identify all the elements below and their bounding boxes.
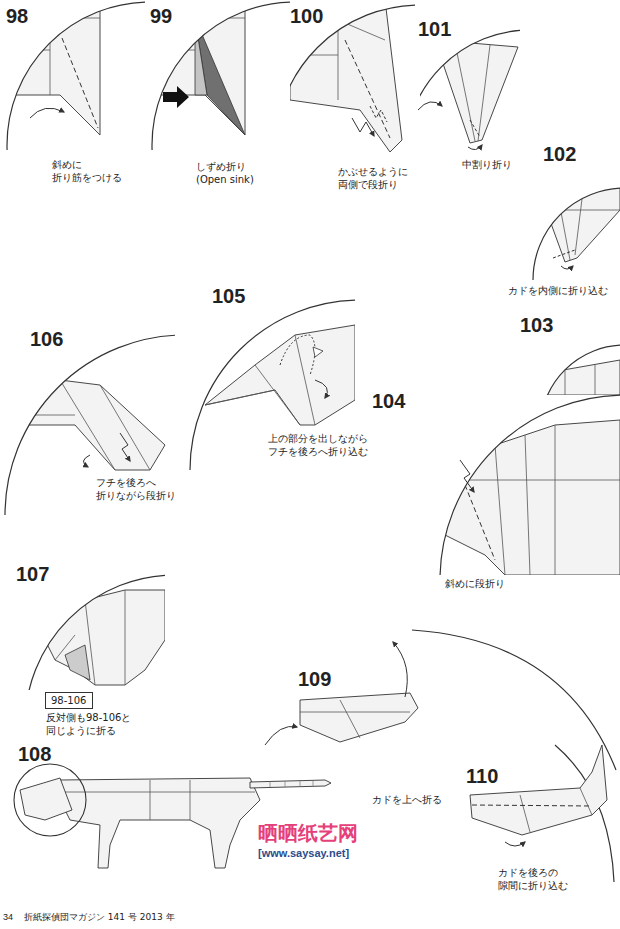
step-number: 102: [543, 141, 576, 167]
step-number: 105: [212, 283, 245, 309]
instruction-caption: 反対側も98-106と 同じように折る: [46, 711, 150, 737]
watermark-url: [www.saysay.net]: [258, 846, 349, 860]
step-figure: [5, 335, 365, 695]
step-number: 103: [520, 312, 553, 338]
step-figure: [145, 0, 438, 288]
page-number: 34: [3, 912, 13, 924]
step-figure: [275, 0, 565, 295]
reference-range: 98-106: [51, 694, 87, 707]
instruction-caption: しずめ折り (Open sink): [196, 160, 268, 186]
step-arrow: [418, 102, 442, 110]
step-figure: [405, 395, 620, 765]
footer-text: 折紙探偵団マガジン 141 号 2013 年: [24, 912, 175, 924]
reference-box: 98-106: [45, 692, 93, 709]
step-arrow: [265, 726, 297, 745]
instruction-caption: カドを後ろの 隙間に折り込む: [498, 866, 568, 892]
step-number: 104: [372, 388, 405, 414]
instruction-caption: フチを後ろへ 折りながら段折り: [96, 476, 176, 502]
step-figure: [0, 0, 293, 288]
step-figure: [405, 30, 620, 280]
watermark: 晒晒纸艺网: [258, 820, 358, 846]
step-number: 98: [6, 3, 28, 29]
step-figure: [190, 300, 530, 640]
instruction-caption: カドを内側に折り込む: [508, 284, 608, 297]
step-number: 100: [290, 3, 323, 29]
instruction-caption: かぶせるように 両側で段折り: [338, 165, 408, 191]
step-number: 109: [298, 666, 331, 692]
instruction-caption: 上の部分を出しながら フチを後ろへ折り込む: [268, 432, 368, 458]
instruction-caption: 斜めに 折り筋をつける: [52, 158, 122, 184]
instruction-caption: 中割り折り: [462, 158, 512, 171]
step-figure: [533, 170, 620, 372]
step-number: 107: [16, 561, 49, 587]
step-number: 110: [466, 763, 498, 789]
step-number: 108: [18, 741, 51, 767]
instruction-caption: 斜めに段折り: [445, 577, 505, 590]
step-number: 99: [150, 3, 172, 29]
instruction-caption: カドを上へ折る: [372, 793, 442, 806]
step-number: 101: [418, 16, 451, 42]
step-figure: [300, 630, 616, 770]
step-number: 106: [30, 326, 63, 352]
